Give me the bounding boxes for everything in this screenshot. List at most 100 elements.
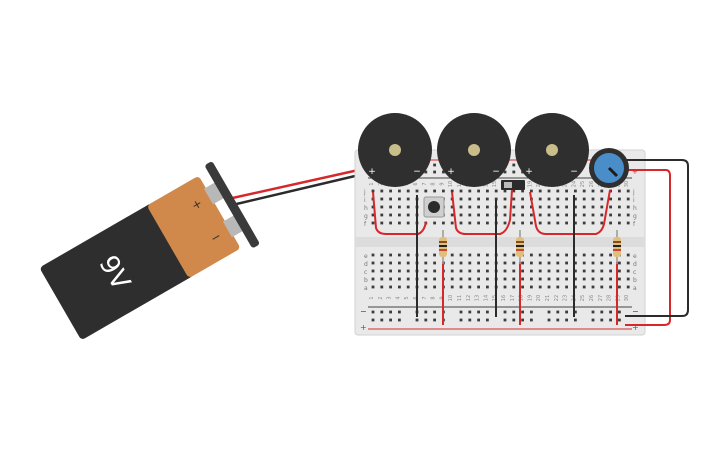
rail-hole[interactable] xyxy=(389,310,392,314)
breadboard-hole[interactable] xyxy=(459,269,463,273)
breadboard-hole[interactable] xyxy=(450,253,454,257)
breadboard-hole[interactable] xyxy=(503,261,507,265)
breadboard-hole[interactable] xyxy=(538,205,542,209)
rail-hole[interactable] xyxy=(433,318,436,322)
rail-hole[interactable] xyxy=(503,170,507,174)
breadboard-hole[interactable] xyxy=(626,253,630,257)
breadboard-hole[interactable] xyxy=(380,205,384,209)
breadboard-hole[interactable] xyxy=(503,213,507,217)
rail-hole[interactable] xyxy=(556,318,560,322)
breadboard-hole[interactable] xyxy=(442,221,445,225)
breadboard-hole[interactable] xyxy=(530,189,533,193)
breadboard-hole[interactable] xyxy=(521,205,524,209)
breadboard-hole[interactable] xyxy=(433,269,436,273)
breadboard-hole[interactable] xyxy=(618,269,621,273)
breadboard-hole[interactable] xyxy=(380,189,384,193)
breadboard-hole[interactable] xyxy=(380,277,384,281)
red-jumpers[interactable] xyxy=(372,169,671,326)
breadboard-hole[interactable] xyxy=(424,253,428,257)
rail-hole[interactable] xyxy=(530,318,533,322)
breadboard-hole[interactable] xyxy=(389,277,392,281)
breadboard-hole[interactable] xyxy=(406,197,410,201)
rail-hole[interactable] xyxy=(433,310,436,314)
breadboard-hole[interactable] xyxy=(468,189,472,193)
breadboard-hole[interactable] xyxy=(468,261,472,265)
breadboard-hole[interactable] xyxy=(477,197,480,201)
breadboard-hole[interactable] xyxy=(459,277,463,281)
breadboard-hole[interactable] xyxy=(565,197,568,201)
breadboard-hole[interactable] xyxy=(433,189,436,193)
breadboard-hole[interactable] xyxy=(512,189,516,193)
breadboard-hole[interactable] xyxy=(556,205,560,209)
breadboard-hole[interactable] xyxy=(582,253,586,257)
rail-hole[interactable] xyxy=(556,310,560,314)
breadboard-hole[interactable] xyxy=(371,205,375,209)
rail-hole[interactable] xyxy=(503,318,507,322)
breadboard-hole[interactable] xyxy=(380,221,384,225)
breadboard-hole[interactable] xyxy=(389,221,392,225)
breadboard-hole[interactable] xyxy=(591,189,595,193)
rail-hole[interactable] xyxy=(512,170,516,174)
breadboard-hole[interactable] xyxy=(459,189,463,193)
breadboard-hole[interactable] xyxy=(371,285,375,289)
breadboard-hole[interactable] xyxy=(521,197,524,201)
breadboard-hole[interactable] xyxy=(433,277,436,281)
breadboard-hole[interactable] xyxy=(565,277,568,281)
breadboard-hole[interactable] xyxy=(609,261,612,265)
breadboard-hole[interactable] xyxy=(512,253,516,257)
breadboard-hole[interactable] xyxy=(618,277,621,281)
breadboard-hole[interactable] xyxy=(406,189,410,193)
breadboard-hole[interactable] xyxy=(609,269,612,273)
breadboard-hole[interactable] xyxy=(609,197,612,201)
breadboard-hole[interactable] xyxy=(512,269,516,273)
breadboard-hole[interactable] xyxy=(459,221,463,225)
breadboard-hole[interactable] xyxy=(626,285,630,289)
breadboard-hole[interactable] xyxy=(591,277,595,281)
breadboard-hole[interactable] xyxy=(433,285,436,289)
breadboard-hole[interactable] xyxy=(477,189,480,193)
breadboard-hole[interactable] xyxy=(530,285,533,289)
rail-hole[interactable] xyxy=(512,310,516,314)
rail-hole[interactable] xyxy=(424,310,428,314)
rail-hole[interactable] xyxy=(574,318,577,322)
breadboard-hole[interactable] xyxy=(626,277,630,281)
breadboard-hole[interactable] xyxy=(591,213,595,217)
breadboard-hole[interactable] xyxy=(618,261,621,265)
breadboard-hole[interactable] xyxy=(565,285,568,289)
breadboard-hole[interactable] xyxy=(591,269,595,273)
breadboard-hole[interactable] xyxy=(538,253,542,257)
breadboard-hole[interactable] xyxy=(556,269,560,273)
rail-hole[interactable] xyxy=(618,318,621,322)
rail-hole[interactable] xyxy=(600,310,604,314)
breadboard-hole[interactable] xyxy=(512,277,516,281)
breadboard-hole[interactable] xyxy=(424,285,428,289)
breadboard-hole[interactable] xyxy=(547,213,551,217)
breadboard-hole[interactable] xyxy=(512,261,516,265)
breadboard-hole[interactable] xyxy=(565,205,568,209)
breadboard-hole[interactable] xyxy=(582,213,586,217)
breadboard-hole[interactable] xyxy=(389,197,392,201)
breadboard-hole[interactable] xyxy=(547,253,551,257)
rail-hole[interactable] xyxy=(477,318,480,322)
breadboard-hole[interactable] xyxy=(600,221,604,225)
breadboard-hole[interactable] xyxy=(468,253,472,257)
breadboard-hole[interactable] xyxy=(380,269,384,273)
breadboard-hole[interactable] xyxy=(538,269,542,273)
rail-hole[interactable] xyxy=(424,170,428,174)
breadboard-hole[interactable] xyxy=(398,261,401,265)
breadboard-hole[interactable] xyxy=(398,277,401,281)
breadboard-hole[interactable] xyxy=(574,213,577,217)
breadboard-hole[interactable] xyxy=(406,205,410,209)
breadboard-hole[interactable] xyxy=(406,213,410,217)
rail-hole[interactable] xyxy=(530,310,533,314)
breadboard-hole[interactable] xyxy=(468,277,472,281)
breadboard-hole[interactable] xyxy=(503,189,507,193)
breadboard-hole[interactable] xyxy=(609,285,612,289)
rail-hole[interactable] xyxy=(591,318,595,322)
breadboard-hole[interactable] xyxy=(380,213,384,217)
breadboard-hole[interactable] xyxy=(600,197,604,201)
breadboard-hole[interactable] xyxy=(494,197,498,201)
rail-hole[interactable] xyxy=(521,310,524,314)
breadboard-hole[interactable] xyxy=(477,277,480,281)
breadboard-hole[interactable] xyxy=(565,269,568,273)
